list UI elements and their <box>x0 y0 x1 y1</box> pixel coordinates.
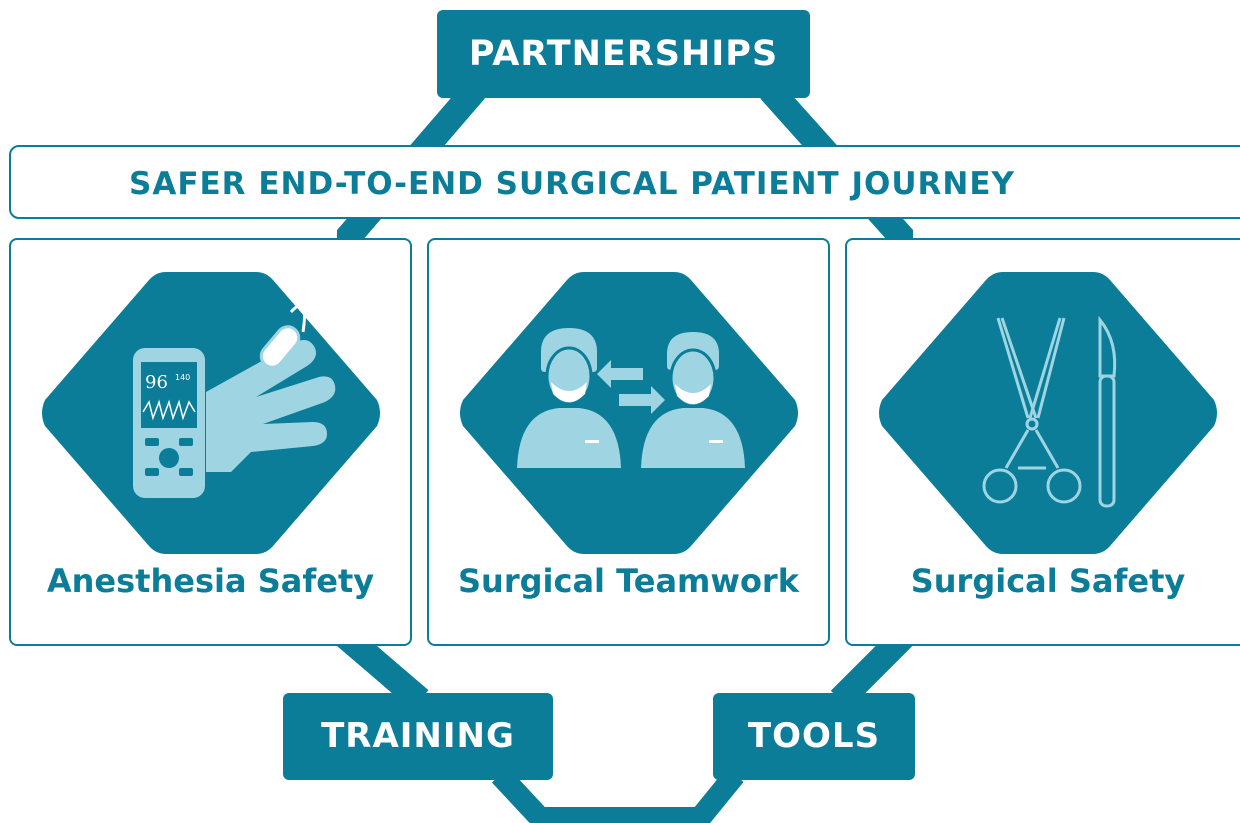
pillar-card-anesthesia: 96 140 Anesthesia Safety <box>9 238 412 646</box>
training-label: TRAINING <box>283 693 553 780</box>
pillar-card-surgical: Surgical Safety <box>845 238 1240 646</box>
pulse-reading: 140 <box>175 373 190 382</box>
surgical-team-icon <box>460 272 798 554</box>
spo2-reading: 96 <box>145 372 168 393</box>
journey-banner: SAFER END-TO-END SURGICAL PATIENT JOURNE… <box>9 145 1240 219</box>
partnerships-label: PARTNERSHIPS <box>437 10 810 98</box>
pillar-label-surgical: Surgical Safety <box>910 562 1186 600</box>
pulse-oximeter-icon: 96 140 <box>42 272 380 554</box>
pillar-card-teamwork: Surgical Teamwork <box>427 238 830 646</box>
pillar-label-teamwork: Surgical Teamwork <box>458 562 799 600</box>
surgical-instruments-icon <box>879 272 1217 554</box>
tools-label: TOOLS <box>713 693 915 780</box>
pillar-label-anesthesia: Anesthesia Safety <box>46 562 375 600</box>
